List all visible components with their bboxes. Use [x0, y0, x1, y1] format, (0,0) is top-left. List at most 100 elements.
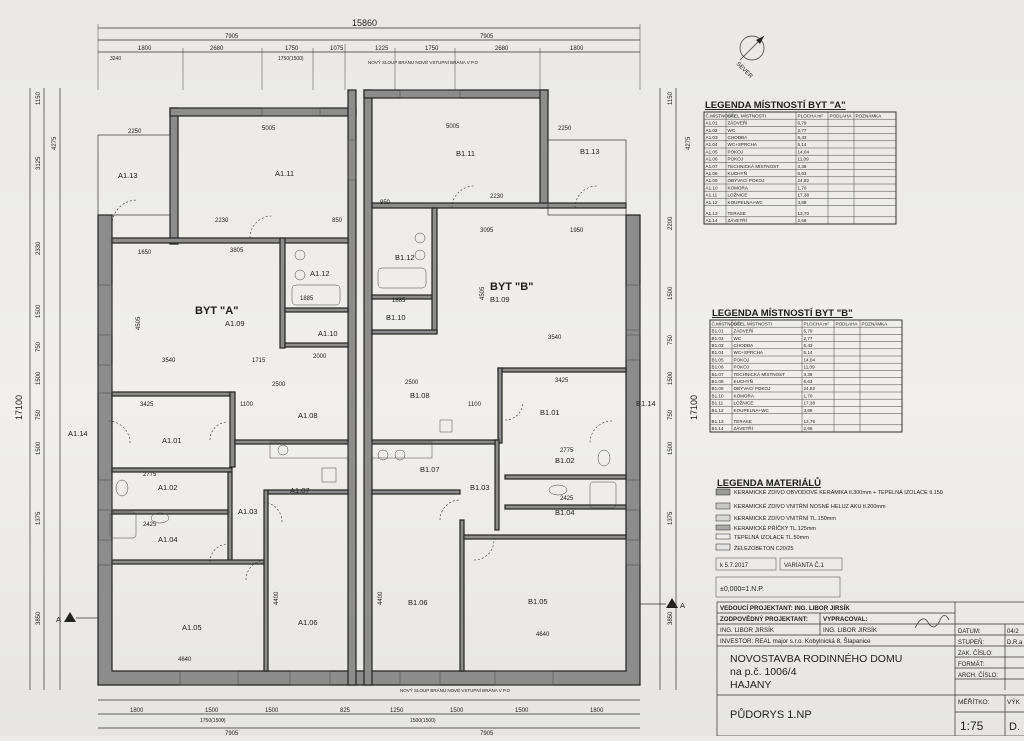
idim-15: 2500 — [405, 380, 419, 386]
left-dim-8: 750 — [36, 409, 42, 420]
lead-designer: VEDOUCÍ PROJEKTANT: ING. LIBOR JIRSÍK — [720, 604, 850, 612]
terrace-b — [547, 139, 627, 216]
legend-a-cell: ZÁVETŘÍ — [728, 216, 748, 223]
legend-a-title: LEGENDA MÍSTNOSTÍ BYT "A" — [705, 100, 846, 111]
inner-dimensions: 5005 5005 2250 2250 2230 2230 3805 3095 … — [128, 124, 584, 663]
idim-18: 2000 — [313, 354, 327, 360]
legend-a-cell: 6,63 — [798, 171, 807, 176]
left-dim-9: 1500 — [36, 441, 42, 455]
scale-label: MĚŘÍTKO: — [958, 697, 990, 706]
legend-b-cell: B1.14 — [712, 426, 724, 431]
idim-29: 2425 — [143, 522, 157, 528]
idim-11: 3540 — [162, 358, 176, 364]
material-6: ŽELEZOBETON C20/25 — [734, 544, 794, 552]
left-dim-6: 750 — [36, 341, 42, 352]
room-a1-02: A1.02 — [158, 483, 178, 492]
walls — [97, 89, 641, 686]
legend-a-cell: POKOJ — [728, 157, 744, 162]
legend-b-cell: B1.09 — [712, 386, 724, 391]
legend-a-cell: A1.05 — [706, 149, 718, 154]
top-sub-dim-2: 1750(1500) — [278, 56, 304, 62]
idim-34: 1950 — [570, 228, 584, 234]
top-dim-r3: 2680 — [495, 46, 509, 52]
field-date: DATUM: — [958, 629, 981, 635]
idim-26: 4400 — [378, 591, 384, 605]
north-arrow-icon: SEVER — [735, 35, 765, 80]
idim-7: 3805 — [230, 248, 244, 254]
legend-b-cell: 6,79 — [804, 329, 813, 334]
material-4: KERAMICKÉ PŘÍČKY TL.125mm — [734, 524, 816, 532]
legend-b-cell: LOŽNICE — [734, 399, 754, 406]
top-dim-r4: 1800 — [570, 46, 584, 52]
legend-b-cell: ZÁDVEŘÍ — [734, 327, 755, 334]
bottom-dim-l3: 1500 — [265, 708, 279, 714]
legend-b-frame — [709, 319, 903, 433]
idim-5: 2230 — [215, 218, 229, 224]
legend-b-cell: 5,14 — [804, 350, 813, 355]
door-swings — [107, 185, 613, 581]
section-marks: A A — [56, 598, 685, 624]
legend-b-cell: 1,70 — [804, 393, 813, 398]
legend-a-cell: A1.10 — [706, 185, 718, 190]
materials-title: LEGENDA MATERIÁLŮ — [717, 477, 821, 489]
legend-a-cell: 24,82 — [798, 178, 810, 183]
variant-note: VARIANTA Č.1 — [784, 562, 824, 569]
room-b1-10: B1.10 — [386, 313, 406, 322]
idim-21: 1885 — [300, 296, 314, 302]
legend-a-cell: A1.09 — [706, 178, 718, 183]
bottom-sub-2: 1500(1500) — [410, 718, 436, 724]
legend-a-cell: A1.02 — [706, 128, 718, 133]
scale-value: 1:75 — [960, 719, 984, 733]
legend-a-cell: 11,09 — [798, 157, 810, 162]
idim-31: 950 — [380, 200, 391, 206]
drawn-by-name: ING. LIBOR JIRSÍK — [823, 627, 878, 634]
right-dim-2: 4275 — [686, 136, 692, 150]
legend-b-cell: WC — [734, 336, 742, 341]
legend-b-cell: 11,09 — [804, 365, 816, 370]
legend-a-cell: 5,14 — [798, 142, 807, 147]
legend-b-cell: POKOJ — [734, 357, 750, 362]
right-dim-9: 1375 — [668, 511, 674, 525]
section-mark-left: A — [56, 615, 61, 624]
overall-width-label: 15860 — [352, 18, 377, 28]
half-width-left: 7905 — [225, 34, 239, 40]
legend-a-cell: A1.04 — [706, 142, 718, 147]
room-b1-12: B1.12 — [395, 253, 415, 262]
legend-a-header-cell: ÚČEL MÍSTNOSTI — [728, 112, 766, 118]
room-a1-04: A1.04 — [158, 535, 178, 544]
legend-a-cell: KUCHYŇ — [728, 170, 747, 176]
legend-b-cell: B1.13 — [712, 419, 724, 424]
project-line-3: HAJANY — [730, 679, 771, 691]
idim-27: 2775 — [143, 472, 157, 478]
legend-b-cell: B1.01 — [712, 329, 724, 334]
idim-19: 1100 — [240, 402, 254, 408]
bottom-half-1: 7905 — [225, 731, 239, 736]
idim-28: 2775 — [560, 448, 574, 454]
drawing-name: PŮDORYS 1.NP — [730, 708, 812, 721]
responsible-label: ZODPOVĚDNÝ PROJEKTANT: — [720, 615, 808, 623]
field-arch-number: ARCH. ČÍSLO: — [958, 672, 998, 679]
left-dim-3: 3125 — [36, 156, 42, 170]
legend-b-header-cell: Č.MÍSTNOSTI — [712, 320, 742, 326]
room-b1-06: B1.06 — [408, 598, 428, 607]
room-b1-14: B1.14 — [636, 399, 656, 408]
idim-30: 2425 — [560, 496, 574, 502]
idim-17: 3425 — [555, 378, 569, 384]
legend-b-cell: B1.07 — [712, 372, 724, 377]
field-stage-value: D.R.a — [1007, 640, 1023, 646]
right-dim-6: 1500 — [668, 371, 674, 385]
legend-b-header-cell: POZNÁMKA — [862, 320, 889, 326]
